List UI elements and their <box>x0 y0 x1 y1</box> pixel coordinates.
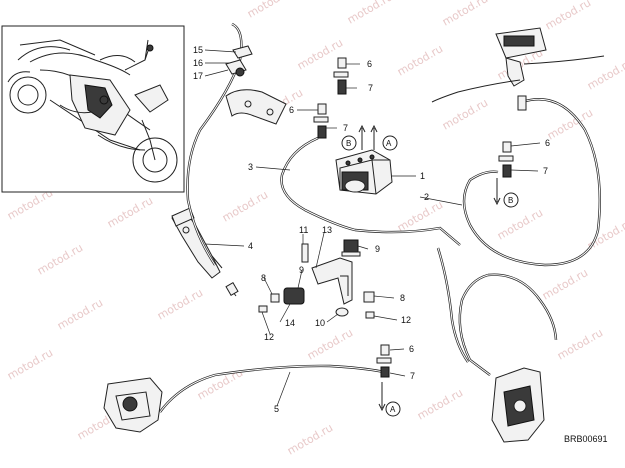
watermark: motod.ru <box>555 326 605 362</box>
callout-1: 1 <box>420 171 425 181</box>
callout-17: 17 <box>193 71 203 81</box>
motorcycle-inset <box>1 25 185 193</box>
drawing-code: BRB00691 <box>564 434 608 444</box>
watermark: motod.ru <box>415 386 465 422</box>
watermark: motod.ru <box>395 42 445 78</box>
callout-13: 13 <box>322 225 332 235</box>
part-4-rear-master-cylinder <box>171 207 239 297</box>
callout-8: 8 <box>261 273 266 283</box>
callout-9: 9 <box>375 244 380 254</box>
ref-marker-A-bottom: A <box>378 382 401 417</box>
hose-clamp-group <box>225 45 253 77</box>
motorcycle-illustration <box>7 39 178 183</box>
svg-text:B: B <box>508 196 513 205</box>
watermark: motod.ru <box>440 0 490 29</box>
callout-15: 15 <box>193 45 203 55</box>
part-14-damper <box>283 287 305 305</box>
callout-14: 14 <box>285 318 295 328</box>
callout-6: 6 <box>545 138 550 148</box>
callout-8: 8 <box>400 293 405 303</box>
banjo-bolt-right <box>498 141 514 178</box>
banjo-bolts <box>313 57 514 378</box>
watermark: motod.ru <box>585 56 625 92</box>
watermark: motod.ru <box>105 194 155 230</box>
front-brake-master-cylinder <box>431 27 605 111</box>
watermark: motod.ru <box>285 421 335 457</box>
watermark: motod.ru <box>245 0 295 21</box>
svg-text:A: A <box>390 405 396 414</box>
callout-labels: 15 16 17 6 7 6 7 3 1 2 6 7 4 11 13 9 8 9… <box>193 45 550 414</box>
ref-marker-A-top: A <box>370 124 398 151</box>
callout-9-small: 9 <box>299 265 304 275</box>
callout-16: 16 <box>193 58 203 68</box>
watermark: motod.ru <box>55 296 105 332</box>
callout-5: 5 <box>274 404 279 414</box>
banjo-bolt-top <box>333 57 349 95</box>
watermark: motod.ru <box>543 0 593 33</box>
watermark: motod.ru <box>305 326 355 362</box>
callout-7: 7 <box>543 166 548 176</box>
part-11-bolt <box>301 243 309 263</box>
part-10-spacer <box>335 307 349 317</box>
watermark: motod.ru <box>35 241 85 277</box>
watermark: motod.ru <box>5 346 55 382</box>
callout-6: 6 <box>367 59 372 69</box>
hose-5 <box>159 364 385 413</box>
hose-front <box>436 247 558 376</box>
watermark: motod.ru <box>540 266 590 302</box>
callout-2: 2 <box>424 192 429 202</box>
callout-12: 12 <box>401 315 411 325</box>
callout-6: 6 <box>289 105 294 115</box>
part-8-screw-right <box>363 291 375 303</box>
watermark: motod.ru <box>155 286 205 322</box>
rear-brake-caliper <box>103 377 163 433</box>
callout-3: 3 <box>248 162 253 172</box>
callout-10: 10 <box>315 318 325 328</box>
svg-text:A: A <box>386 139 392 148</box>
banjo-bolt-bottom <box>376 344 392 378</box>
callout-7: 7 <box>343 123 348 133</box>
part-1-abs-unit <box>335 149 393 195</box>
part-8-screw-left <box>270 293 280 303</box>
part-9-grommet <box>341 239 361 257</box>
heat-shield-bracket <box>225 89 287 125</box>
banjo-bolt-mid <box>313 103 329 139</box>
callout-12: 12 <box>264 332 274 342</box>
watermark: motod.ru <box>345 0 395 27</box>
hose-2 <box>462 98 602 267</box>
watermark: motod.ru <box>495 206 545 242</box>
part-13-bracket <box>311 257 353 305</box>
svg-text:B: B <box>346 139 351 148</box>
watermark: motod.ru <box>440 96 490 132</box>
callout-6: 6 <box>409 344 414 354</box>
part-12-bolt-left <box>258 305 268 313</box>
callout-7: 7 <box>410 371 415 381</box>
ref-marker-B-right: B <box>493 178 519 208</box>
part-12-bolt-right <box>365 311 375 319</box>
front-brake-caliper <box>491 367 545 443</box>
callout-7: 7 <box>368 83 373 93</box>
leader-lines <box>204 49 541 407</box>
callout-11: 11 <box>299 225 308 235</box>
ref-marker-B-top: B <box>341 124 366 151</box>
callout-4: 4 <box>248 241 253 251</box>
watermark: motod.ru <box>220 188 270 224</box>
